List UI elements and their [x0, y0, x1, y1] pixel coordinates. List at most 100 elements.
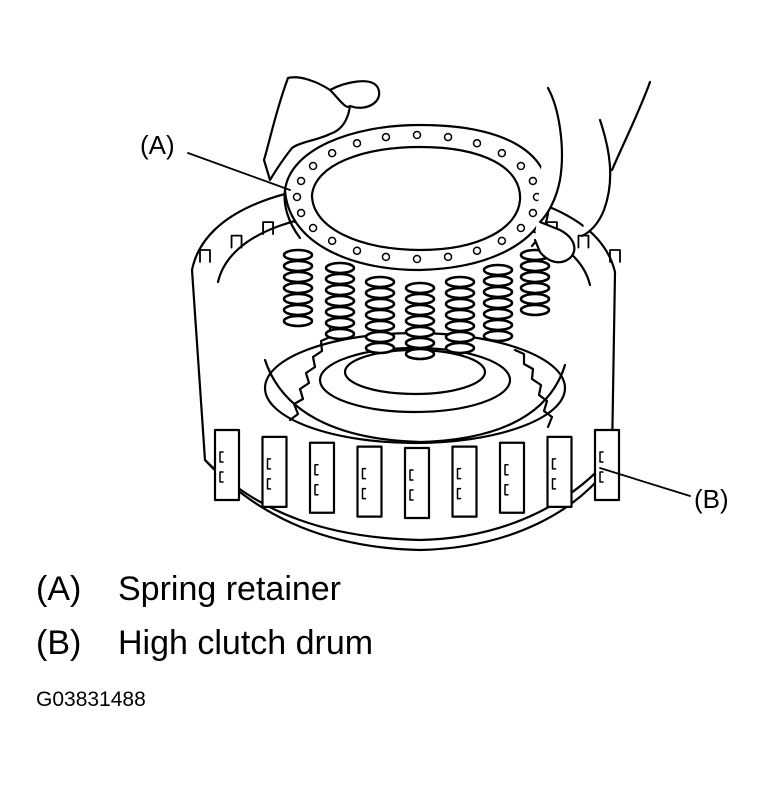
retainer-hole — [352, 246, 362, 255]
legend-row: (A) Spring retainer — [36, 570, 341, 609]
spring-coil — [364, 286, 396, 300]
drum-spline — [498, 441, 526, 514]
drum-slot — [504, 463, 509, 496]
retainer-hole — [327, 148, 337, 158]
retainer-hole — [497, 148, 507, 158]
drum-spline — [546, 435, 573, 508]
spring-coil — [444, 297, 476, 311]
retainer-hole — [472, 139, 482, 148]
legend-label: High clutch drum — [118, 624, 374, 662]
retainer-hole — [292, 192, 302, 202]
drum-slot — [266, 458, 272, 490]
spring-coil — [519, 281, 551, 295]
legend-key: (B) — [36, 624, 82, 662]
retainer-hole — [308, 223, 318, 233]
retainer-hole — [327, 236, 337, 246]
retainer-hole — [412, 254, 422, 264]
retainer-hole — [443, 132, 453, 142]
drum-slot — [361, 467, 367, 500]
spring-coil — [519, 270, 551, 284]
drum-slot — [219, 451, 224, 483]
retainer-hole — [412, 130, 422, 140]
spring-coil — [282, 248, 314, 262]
drum-spline — [403, 446, 431, 520]
retainer-hole — [472, 246, 482, 255]
spring-coil — [404, 292, 436, 306]
retainer-hole — [296, 208, 306, 218]
legend-row: (B) High clutch drum — [36, 624, 373, 663]
spring-coil — [482, 274, 514, 288]
spring-coil — [282, 281, 314, 295]
spring-coil — [282, 292, 314, 306]
retainer-hole — [528, 176, 538, 186]
drum-spline — [593, 428, 621, 502]
spring-coil — [444, 330, 476, 344]
spring-coil — [482, 285, 514, 299]
drum-slot — [599, 451, 604, 483]
spring-coil — [519, 259, 551, 273]
retainer-hole — [528, 208, 538, 218]
drum-spline — [261, 435, 288, 508]
spring-coil — [282, 314, 314, 328]
drum-slot — [314, 463, 319, 496]
drum-spline — [451, 445, 478, 518]
drum-spline — [356, 445, 383, 518]
spring-coil — [364, 308, 396, 322]
figure-code: G03831488 — [36, 688, 146, 711]
drum-splines — [199, 189, 621, 520]
retainer-hole — [352, 139, 362, 148]
spring-coil — [444, 286, 476, 300]
spring-coil — [482, 329, 514, 343]
spring-coil — [324, 305, 356, 319]
rim-notch — [262, 221, 274, 236]
drum-spline — [308, 441, 336, 514]
spring-coil — [324, 283, 356, 297]
callout-a: (A) — [140, 130, 175, 160]
spring-coil — [444, 308, 476, 322]
spring-coil — [404, 336, 436, 350]
rim-notch — [199, 249, 211, 263]
retainer-hole — [443, 252, 453, 262]
leader-line-a — [187, 152, 291, 191]
spring-coil — [404, 347, 436, 361]
spring-coil — [364, 341, 396, 355]
retainer-hole — [296, 176, 306, 186]
retainer-hole — [516, 223, 526, 233]
retainer-hole — [308, 161, 318, 171]
callout-b: (B) — [694, 484, 729, 514]
spring-coil — [364, 319, 396, 333]
rim-notch — [577, 234, 590, 249]
drum-slot — [551, 458, 557, 490]
retainer-hole — [381, 132, 391, 142]
rim-notch — [230, 234, 243, 249]
spring-coil — [324, 272, 356, 286]
hand-icon — [262, 76, 652, 264]
legend-label: Spring retainer — [118, 570, 342, 608]
spring-coil — [364, 275, 396, 289]
spring-coil — [444, 341, 476, 355]
spring-coil — [482, 318, 514, 332]
spring-coil — [404, 281, 436, 295]
legend-key: (A) — [36, 570, 82, 608]
drum-slot — [456, 467, 462, 500]
spring-coil — [519, 303, 551, 317]
spring-coil — [364, 330, 396, 344]
leader-line-b — [599, 467, 691, 497]
drum-spline — [213, 428, 241, 502]
retainer-hole — [516, 161, 526, 171]
spring-coil — [282, 259, 314, 273]
spring-coil — [324, 316, 356, 330]
spring-coil — [404, 314, 436, 328]
rim-notch — [609, 249, 621, 263]
spring-coil — [444, 319, 476, 333]
spring-coil — [282, 270, 314, 284]
retainer-hole — [497, 236, 507, 246]
spring-coil — [482, 263, 514, 277]
spring-coil — [404, 325, 436, 339]
spring-coil — [324, 294, 356, 308]
spring-coil — [404, 303, 436, 317]
spring-retainer-icon — [283, 123, 550, 272]
clutch-diagram — [187, 76, 691, 552]
drum-slot — [409, 469, 414, 501]
spring-coil — [444, 275, 476, 289]
